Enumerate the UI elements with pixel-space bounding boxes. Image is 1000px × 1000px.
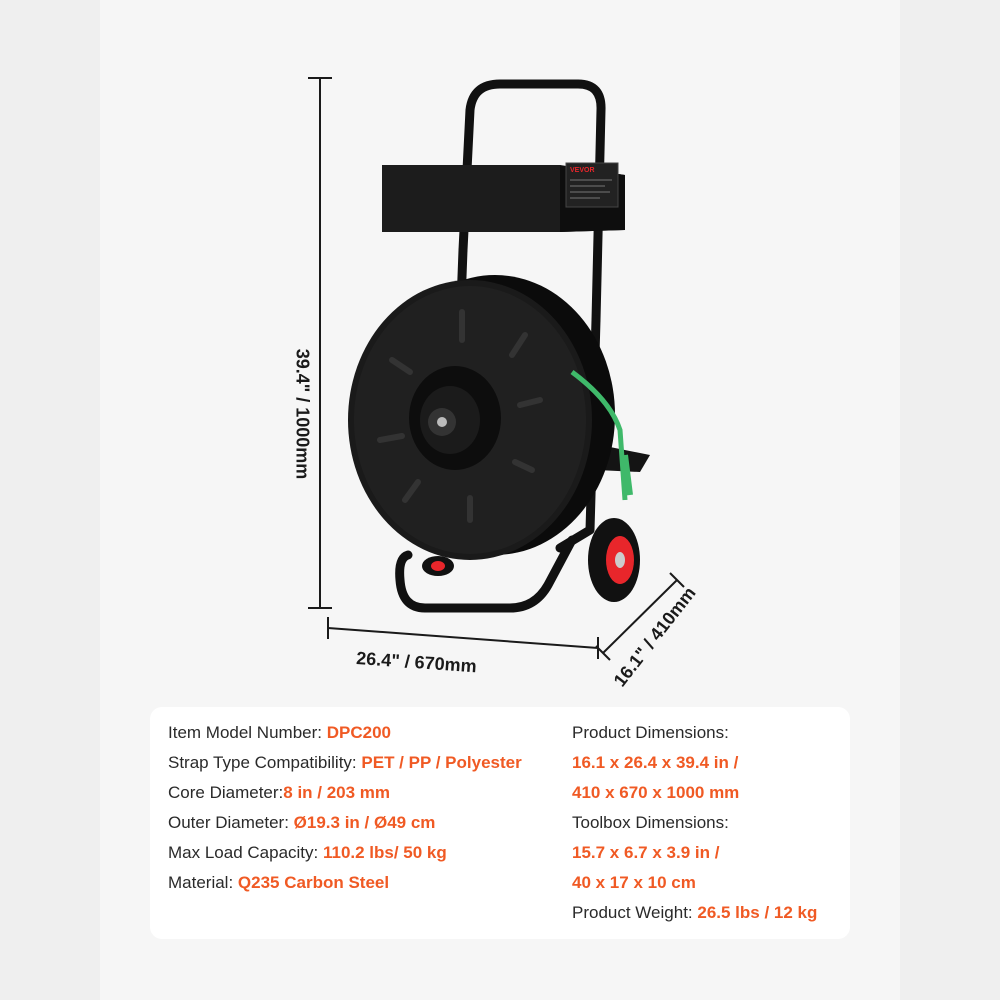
- toolbox: VEVOR: [382, 162, 625, 232]
- spec-product-dimensions-label: Product Dimensions:: [572, 723, 729, 742]
- spec-product-dimensions-imperial: 16.1 x 26.4 x 39.4 in /: [572, 753, 739, 772]
- spec-toolbox-dimensions-metric: 40 x 17 x 10 cm: [572, 873, 696, 892]
- spec-toolbox-dimensions-imperial: 15.7 x 6.7 x 3.9 in /: [572, 843, 720, 862]
- depth-dimension-line: [595, 572, 685, 661]
- front-wheel: [588, 518, 640, 602]
- reel-hub-icon: [428, 408, 456, 436]
- spec-product-weight: Product Weight: 26.5 lbs / 12 kg: [572, 903, 818, 922]
- toolbox-brand-label: VEVOR: [570, 167, 595, 174]
- rear-wheel: [422, 556, 454, 576]
- spec-outer-diameter: Outer Diameter: Ø19.3 in / Ø49 cm: [168, 813, 436, 832]
- specs-card: Item Model Number: DPC200 Strap Type Com…: [150, 707, 850, 939]
- green-strap: [570, 369, 628, 501]
- spec-strap-type: Strap Type Compatibility: PET / PP / Pol…: [168, 753, 522, 772]
- spec-material: Material: Q235 Carbon Steel: [168, 873, 390, 892]
- height-dimension-line: [308, 77, 332, 609]
- product-illustration: VEVOR: [308, 77, 685, 661]
- height-dimension-label: 39.4" / 1000mm: [292, 348, 313, 480]
- strapping-reel: [348, 275, 633, 560]
- spec-core-diameter: Core Diameter:8 in / 203 mm: [168, 783, 391, 802]
- spec-max-load: Max Load Capacity: 110.2 lbs/ 50 kg: [168, 843, 447, 862]
- spec-toolbox-dimensions-label: Toolbox Dimensions:: [572, 813, 729, 832]
- spec-model-number: Item Model Number: DPC200: [168, 723, 391, 742]
- spec-product-dimensions-metric: 410 x 670 x 1000 mm: [572, 783, 740, 802]
